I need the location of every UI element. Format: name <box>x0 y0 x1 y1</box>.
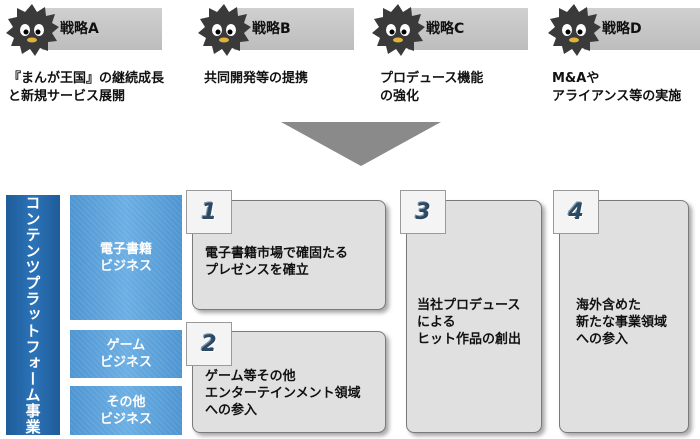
initiative-text: ゲーム等その他 エンターテインメント領域 への参入 <box>205 369 361 418</box>
strategy-b-description: 共同開発等の提携 <box>204 71 309 86</box>
strategy-a: 戦略A <box>4 0 164 60</box>
initiative-box-2: ゲーム等その他 エンターテインメント領域 への参入 <box>192 331 386 433</box>
initiative-number-1: 1 <box>186 190 232 234</box>
spiky-mascot-icon <box>548 4 601 56</box>
initiative-box-3: 当社プロデュース による ヒット作品の創出 <box>406 200 542 433</box>
business-other: その他 ビジネス <box>70 386 182 435</box>
strategy-d: 戦略D <box>546 0 700 60</box>
strategy-label: 戦略C <box>408 8 528 50</box>
initiative-text: 電子書籍市場で確固たる プレゼンスを確立 <box>205 246 349 278</box>
strategy-label: 戦略B <box>234 8 354 50</box>
initiative-number-4: 4 <box>553 190 599 234</box>
strategy-a-description: 『まんが王国』の継続成長 と新規サービス展開 <box>8 71 165 104</box>
initiative-number-3: 3 <box>400 190 446 234</box>
strategy-c: 戦略C <box>370 0 530 60</box>
initiative-number-2: 2 <box>186 322 232 366</box>
strategy-label: 戦略D <box>584 8 700 50</box>
business-game: ゲーム ビジネス <box>70 330 182 378</box>
down-arrow-icon <box>281 122 441 166</box>
platform-label: コンテンツプラットフォーム事業 <box>6 195 60 435</box>
business-ebook: 電子書籍 ビジネス <box>70 195 182 320</box>
spiky-mascot-icon <box>198 4 251 56</box>
initiative-text: 海外含めた 新たな事業領域 への参入 <box>576 298 668 347</box>
strategy-label: 戦略A <box>42 8 162 50</box>
spiky-mascot-icon <box>6 4 59 56</box>
initiative-text: 当社プロデュース による ヒット作品の創出 <box>417 298 522 347</box>
strategy-b: 戦略B <box>196 0 356 60</box>
strategy-c-description: プロデュース機能 の強化 <box>380 71 484 104</box>
strategy-d-description: M&Aや アライアンス等の実施 <box>552 71 682 104</box>
initiative-box-4: 海外含めた 新たな事業領域 への参入 <box>559 200 689 433</box>
spiky-mascot-icon <box>372 4 425 56</box>
